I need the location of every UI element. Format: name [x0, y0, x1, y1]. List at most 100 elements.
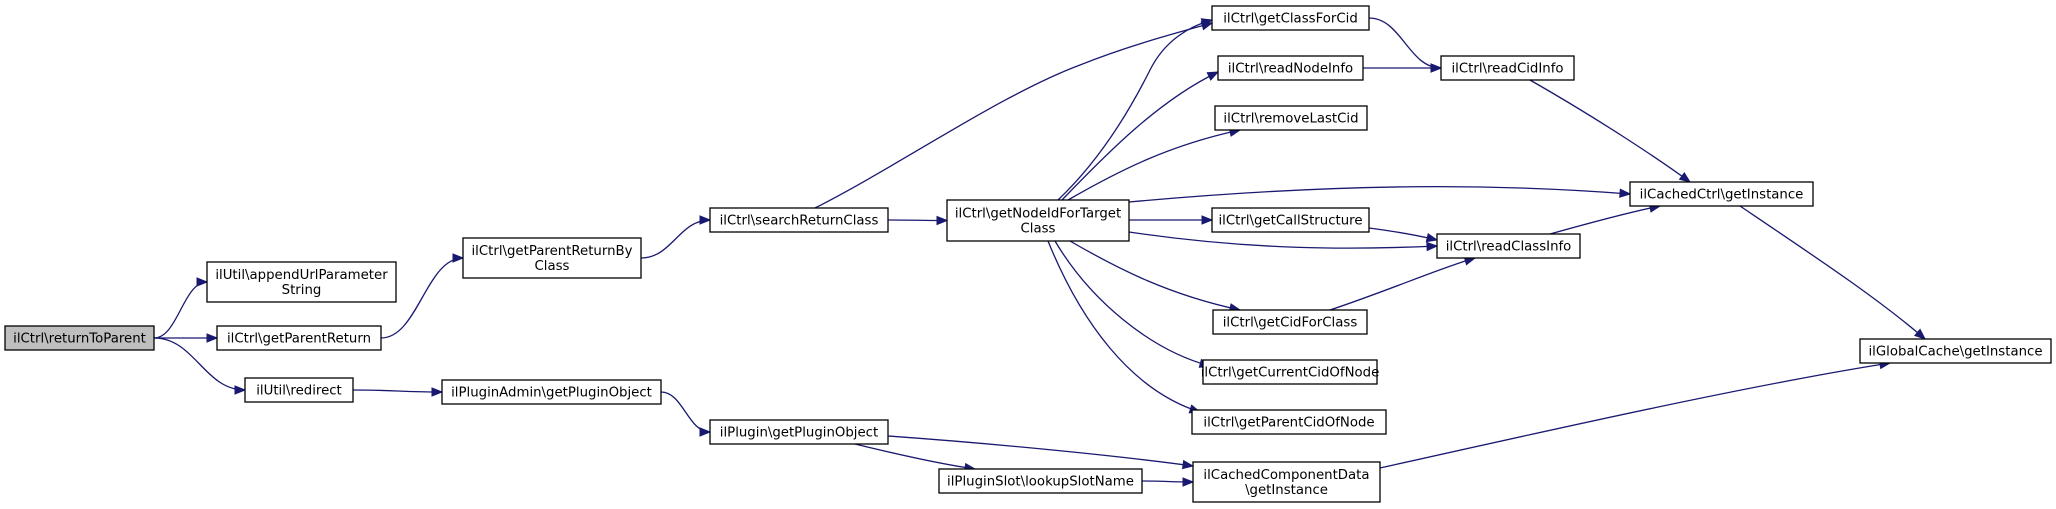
edge-get-node-id-for-target-class-to-cached-ctrl — [1128, 185, 1632, 203]
node-label: ilCtrl\returnToParent — [13, 332, 146, 347]
node-global-cache[interactable]: ilGlobalCache\getInstance — [1859, 338, 2052, 364]
node-box — [709, 419, 889, 445]
node-box — [1214, 105, 1368, 131]
node-label: ilUtil\appendUrlParameter — [215, 268, 388, 283]
node-label: ilCtrl\getParentReturnBy — [471, 244, 632, 259]
edge-get-parent-return-by-class-to-search-return-class — [640, 215, 712, 259]
edge-return-to-parent-to-redirect — [153, 337, 247, 395]
node-box — [1217, 55, 1364, 81]
node-get-plugin-object[interactable]: ilPlugin\getPluginObject — [709, 419, 889, 445]
node-read-node-info[interactable]: ilCtrl\readNodeInfo — [1217, 55, 1364, 81]
node-label: ilPluginAdmin\getPluginObject — [451, 386, 652, 401]
node-label: ilCtrl\getCurrentCidOfNode — [1201, 366, 1380, 381]
arrowhead — [1425, 232, 1439, 243]
arrowhead — [196, 277, 209, 287]
node-get-plugin-object-admin[interactable]: ilPluginAdmin\getPluginObject — [441, 379, 662, 405]
node-box — [938, 468, 1143, 494]
edge-get-class-for-cid-to-read-cid-info — [1368, 17, 1443, 73]
node-label: Class — [535, 259, 570, 274]
arrowhead — [1913, 328, 1927, 340]
node-box — [216, 325, 382, 351]
node-label: ilCtrl\getParentCidOfNode — [1203, 416, 1374, 431]
arrowhead — [234, 385, 247, 395]
node-return-to-parent[interactable]: ilCtrl\returnToParent — [4, 325, 155, 351]
node-label: ilCtrl\getCallStructure — [1218, 214, 1362, 229]
nodes: ilCtrl\returnToParent ilUtil\appendUrlPar… — [4, 5, 2052, 503]
edge-read-cid-info-to-cached-ctrl — [1529, 79, 1692, 183]
node-remove-last-cid[interactable]: ilCtrl\removeLastCid — [1214, 105, 1368, 131]
node-get-current-cid-of-node[interactable]: ilCtrl\getCurrentCidOfNode — [1201, 359, 1380, 385]
edge-get-node-id-for-target-class-to-get-class-for-cid — [1057, 18, 1214, 201]
node-label: ilCtrl\getCidForClass — [1223, 316, 1358, 331]
node-label: ilPlugin\getPluginObject — [720, 426, 878, 441]
edge-get-node-id-for-target-class-to-read-class-info — [1128, 231, 1439, 252]
edge-read-node-info-to-read-cid-info — [1363, 63, 1443, 73]
edge-get-node-id-for-target-class-to-get-parent-cid-of-node — [1047, 240, 1202, 414]
node-label: ilCachedCtrl\getInstance — [1640, 188, 1804, 203]
arrowhead — [699, 215, 712, 225]
node-box — [709, 207, 889, 233]
node-redirect[interactable]: ilUtil\redirect — [244, 377, 354, 403]
edge-return-to-parent-to-append-url-parameter-string — [153, 277, 209, 339]
node-box — [1859, 338, 2052, 364]
edge-search-return-class-to-get-node-id-for-target-class — [887, 215, 949, 226]
node-label: ilUtil\redirect — [256, 384, 342, 399]
node-box — [1211, 207, 1370, 233]
node-label: ilCtrl\searchReturnClass — [720, 214, 879, 229]
arrowhead — [1430, 63, 1443, 73]
node-label: ilCtrl\removeLastCid — [1223, 112, 1358, 127]
node-label: \getInstance — [1245, 483, 1328, 498]
node-cached-component-data[interactable]: ilCachedComponentData\getInstance — [1192, 461, 1381, 503]
node-label: String — [282, 283, 322, 298]
edge-cached-component-data-to-global-cache — [1379, 359, 1892, 469]
node-box — [1629, 181, 1814, 207]
arrowhead — [1182, 477, 1195, 487]
edge-get-plugin-object-admin-to-get-plugin-object — [660, 391, 712, 437]
node-label: ilGlobalCache\getInstance — [1868, 345, 2042, 360]
arrowhead — [1206, 71, 1220, 81]
edge-get-cid-for-class-to-read-class-info — [1329, 256, 1477, 311]
node-get-parent-return[interactable]: ilCtrl\getParentReturn — [216, 325, 382, 351]
node-box — [441, 379, 662, 405]
node-label: ilCtrl\getParentReturn — [227, 332, 371, 347]
node-get-cid-for-class[interactable]: ilCtrl\getCidForClass — [1212, 309, 1368, 335]
node-box — [206, 261, 397, 303]
node-get-class-for-cid[interactable]: ilCtrl\getClassForCid — [1211, 5, 1370, 31]
node-search-return-class[interactable]: ilCtrl\searchReturnClass — [709, 207, 889, 233]
node-cached-ctrl[interactable]: ilCachedCtrl\getInstance — [1629, 181, 1814, 207]
node-box — [1440, 55, 1575, 81]
edge-get-parent-return-to-get-parent-return-by-class — [380, 253, 465, 339]
edges — [153, 17, 1927, 487]
node-box — [1211, 5, 1370, 31]
node-get-parent-cid-of-node[interactable]: ilCtrl\getParentCidOfNode — [1191, 409, 1387, 435]
node-label: ilCtrl\readNodeInfo — [1228, 62, 1353, 77]
node-read-cid-info[interactable]: ilCtrl\readCidInfo — [1440, 55, 1575, 81]
node-lookup-slot-name[interactable]: ilPluginSlot\lookupSlotName — [938, 468, 1143, 494]
arrowhead — [452, 253, 465, 263]
node-read-class-info[interactable]: ilCtrl\readClassInfo — [1436, 233, 1581, 259]
node-box — [462, 237, 642, 279]
arrowhead — [699, 427, 712, 437]
arrowhead — [1678, 171, 1692, 183]
edge-get-call-structure-to-read-class-info — [1368, 227, 1439, 243]
node-box — [1191, 409, 1387, 435]
node-box — [1436, 233, 1581, 259]
node-box — [1192, 461, 1381, 503]
node-get-call-structure[interactable]: ilCtrl\getCallStructure — [1211, 207, 1370, 233]
edge-get-node-id-for-target-class-to-read-node-info — [1061, 71, 1220, 201]
node-label: Class — [1021, 222, 1056, 237]
arrowhead — [1619, 188, 1632, 198]
node-label: ilCtrl\getClassForCid — [1223, 12, 1358, 27]
edge-cached-ctrl-to-global-cache — [1739, 205, 1927, 340]
node-box — [946, 199, 1130, 242]
node-label: ilCtrl\getNodeIdForTarget — [955, 207, 1121, 222]
arrowhead — [1181, 459, 1195, 470]
arrowhead — [1426, 241, 1439, 252]
arrowhead — [1201, 215, 1214, 225]
edge-get-node-id-for-target-class-to-get-call-structure — [1129, 215, 1214, 225]
edge-get-node-id-for-target-class-to-remove-last-cid — [1067, 127, 1242, 201]
